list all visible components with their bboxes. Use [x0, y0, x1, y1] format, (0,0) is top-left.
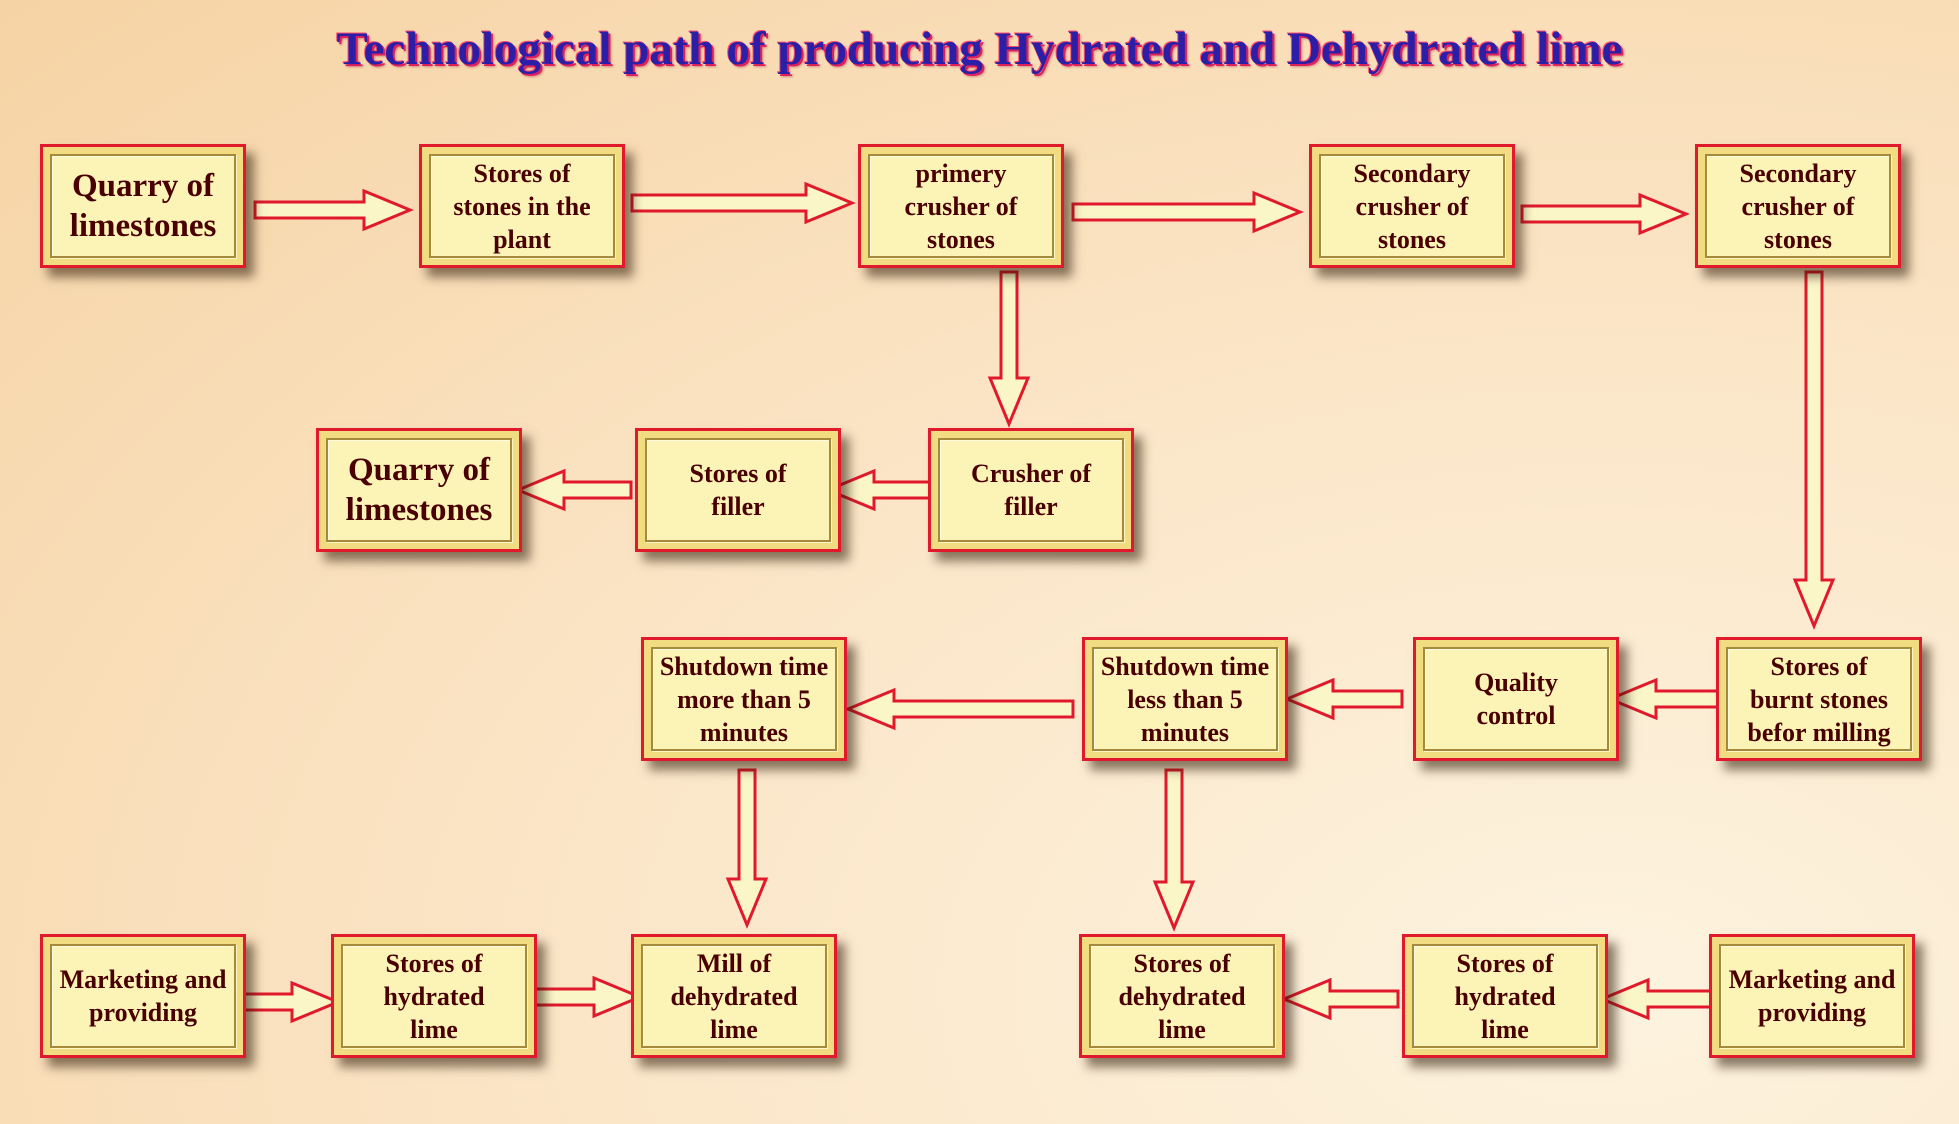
node-label: Shutdown time more than 5 minutes [651, 647, 837, 751]
arrow-shutdown-less-to-stores-dehydrated [1152, 768, 1196, 932]
node-crusher-of-filler: Crusher of filler [928, 428, 1134, 552]
node-shutdown-less-than-5: Shutdown time less than 5 minutes [1082, 637, 1288, 761]
node-marketing-and-providing-left: Marketing and providing [40, 934, 246, 1058]
node-quarry-of-limestones-top: Quarry of limestones [40, 144, 246, 268]
arrow-stores-filler-to-quarry [514, 468, 633, 512]
node-label: Quarry of limestones [50, 154, 236, 258]
arrow-primary-to-secondary-crusher [1071, 190, 1304, 234]
arrow-primary-crusher-to-filler-crusher [987, 270, 1031, 428]
arrow-quarry-to-stores [253, 188, 414, 232]
node-label: Shutdown time less than 5 minutes [1092, 647, 1278, 751]
node-mill-of-dehydrated-lime: Mill of dehydrated lime [631, 934, 837, 1058]
node-stores-of-dehydrated-lime: Stores of dehydrated lime [1079, 934, 1285, 1058]
node-label: Crusher of filler [938, 438, 1124, 542]
arrow-burnt-stores-to-quality [1606, 677, 1726, 721]
node-label: Stores of stones in the plant [429, 154, 615, 258]
arrow-shutdown-more-to-mill [725, 768, 769, 929]
node-label: Stores of dehydrated lime [1089, 944, 1275, 1048]
arrow-quality-to-shutdown-less [1283, 677, 1404, 721]
arrow-stores-hydrated-to-mill [526, 975, 644, 1019]
node-shutdown-more-than-5: Shutdown time more than 5 minutes [641, 637, 847, 761]
node-label: Stores of filler [645, 438, 831, 542]
node-label: Secondary crusher of stones [1319, 154, 1505, 258]
node-quarry-of-limestones-bottom: Quarry of limestones [316, 428, 522, 552]
node-stores-of-filler: Stores of filler [635, 428, 841, 552]
node-label: Mill of dehydrated lime [641, 944, 827, 1048]
diagram-title: Technological path of producing Hydrated… [336, 23, 1623, 75]
node-stores-of-hydrated-lime-left: Stores of hydrated lime [331, 934, 537, 1058]
node-label: Stores of hydrated lime [1412, 944, 1598, 1048]
node-label: Stores of hydrated lime [341, 944, 527, 1048]
arrow-marketing-to-stores-hydrated-right [1598, 977, 1718, 1021]
node-label: Quarry of limestones [326, 438, 512, 542]
node-secondary-crusher-1: Secondary crusher of stones [1309, 144, 1515, 268]
node-label: Marketing and providing [50, 944, 236, 1048]
node-label: Marketing and providing [1719, 944, 1905, 1048]
node-label: Quality control [1423, 647, 1609, 751]
node-secondary-crusher-2: Secondary crusher of stones [1695, 144, 1901, 268]
node-stores-of-burnt-stones: Stores of burnt stones befor milling [1716, 637, 1922, 761]
arrow-stores-to-primary-crusher [630, 181, 856, 225]
node-label: primery crusher of stones [868, 154, 1054, 258]
arrow-secondary-crusher-to-burnt-stores [1792, 270, 1836, 630]
node-quality-control: Quality control [1413, 637, 1619, 761]
node-stores-of-stones-in-plant: Stores of stones in the plant [419, 144, 625, 268]
node-primary-crusher: primery crusher of stones [858, 144, 1064, 268]
node-stores-of-hydrated-lime-right: Stores of hydrated lime [1402, 934, 1608, 1058]
node-label: Stores of burnt stones befor milling [1726, 647, 1912, 751]
arrow-secondary-to-secondary-crusher [1520, 192, 1690, 236]
arrow-filler-crusher-to-stores [824, 468, 944, 512]
node-marketing-and-providing-right: Marketing and providing [1709, 934, 1915, 1058]
arrow-stores-hydrated-to-stores-dehydrated [1280, 977, 1400, 1021]
arrow-shutdown-less-to-more [844, 687, 1075, 731]
node-label: Secondary crusher of stones [1705, 154, 1891, 258]
